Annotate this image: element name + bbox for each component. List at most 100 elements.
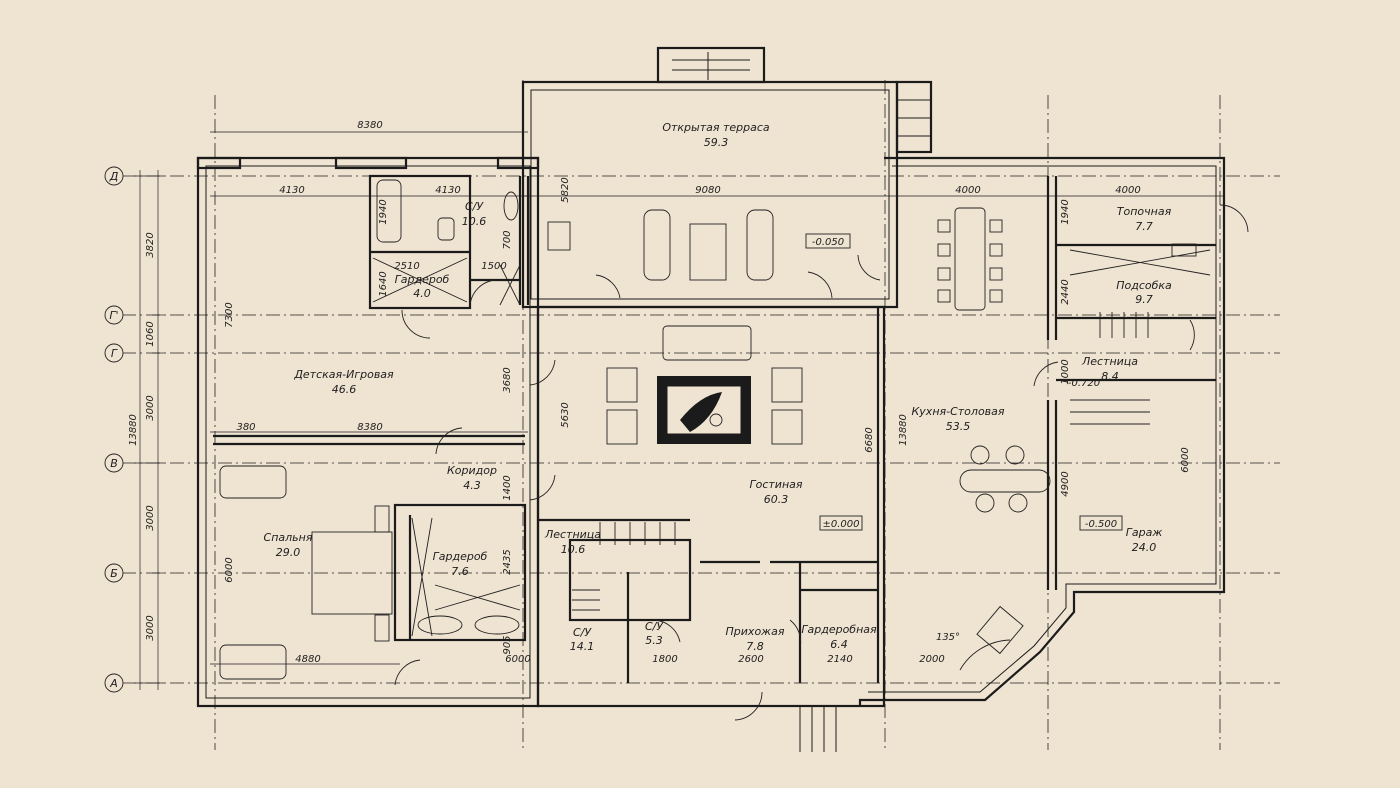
svg-text:59.3: 59.3 (704, 136, 729, 149)
dim-int-13: 1800 (652, 654, 677, 665)
dim-int-2: 7300 (224, 302, 235, 327)
dim-int-28: 1000 (1060, 359, 1071, 384)
svg-text:Топочная: Топочная (1117, 205, 1172, 218)
svg-text:Коридор: Коридор (447, 464, 497, 477)
svg-text:-0.500: -0.500 (1085, 519, 1117, 530)
axis-marker-a: А (104, 673, 124, 693)
svg-text:7.7: 7.7 (1135, 220, 1153, 233)
svg-text:Д: Д (109, 170, 119, 183)
room-wardrobe-1: Гардероб 4.0 (395, 273, 450, 300)
dim-int-27: 1500 (481, 261, 506, 272)
room-stair-2: Лестница 8.4 (1081, 355, 1138, 383)
svg-text:±0.000: ±0.000 (822, 519, 859, 530)
svg-text:-0.720: -0.720 (1068, 378, 1100, 389)
dim-int-24: 700 (502, 230, 513, 249)
dim-int-6: 13880 (898, 414, 909, 446)
angle-mark: 135° (936, 632, 960, 643)
svg-text:Детская-Игровая: Детская-Игровая (293, 368, 394, 381)
dim-left-3: 3000 (145, 395, 156, 420)
svg-text:Гардеробная: Гардеробная (801, 623, 877, 636)
axis-markers: Д Г' Г В Б А (104, 166, 124, 693)
svg-text:29.0: 29.0 (276, 546, 301, 559)
svg-text:Прихожая: Прихожая (726, 625, 785, 638)
svg-text:53.5: 53.5 (946, 420, 971, 433)
axis-marker-g: Г (104, 343, 124, 363)
svg-text:Гардероб: Гардероб (433, 550, 488, 563)
room-kids: Детская-Игровая 46.6 (293, 368, 394, 396)
svg-text:Лестница: Лестница (1081, 355, 1138, 368)
dim-int-21: 2440 (1060, 279, 1071, 304)
room-garage: Гараж 24.0 (1126, 526, 1163, 554)
dim-int-4: 5630 (560, 402, 571, 427)
dim-int-1: 8380 (357, 422, 382, 433)
svg-text:Лестница: Лестница (544, 528, 601, 541)
dim-int-14: 2600 (738, 654, 763, 665)
dim-int-12: 6000 (505, 654, 530, 665)
svg-text:10.6: 10.6 (462, 215, 487, 228)
dim-int-17: 905 (502, 635, 513, 654)
dim-int-5: 6680 (864, 427, 875, 452)
room-bath-3: С/У 5.3 (645, 620, 664, 647)
svg-text:6.4: 6.4 (830, 638, 848, 651)
axis-marker-g-prime: Г' (104, 305, 124, 325)
dim-top-6: 4000 (1115, 185, 1140, 196)
svg-text:Г': Г' (109, 309, 118, 322)
room-living: Гостиная 60.3 (749, 478, 802, 506)
dim-int-22: 4900 (1060, 471, 1071, 496)
svg-text:9.7: 9.7 (1135, 293, 1153, 306)
dim-left-2: 1060 (145, 321, 156, 346)
svg-text:Кухня-Столовая: Кухня-Столовая (911, 405, 1004, 418)
dim-int-15: 2140 (827, 654, 852, 665)
svg-text:С/У: С/У (465, 200, 484, 213)
axis-grid (122, 80, 1280, 750)
room-hall: Прихожая 7.8 (726, 625, 785, 653)
dim-int-8: 1400 (502, 475, 513, 500)
svg-text:-0.050: -0.050 (812, 237, 844, 248)
dim-int-20: 1940 (1060, 199, 1071, 224)
dim-int-9: 2435 (502, 549, 513, 574)
svg-text:С/У: С/У (645, 620, 664, 633)
level-mark-garage: -0.500 (1079, 515, 1123, 531)
level-mark-terrace: -0.050 (805, 233, 851, 249)
dim-int-18: 5820 (560, 177, 571, 202)
dim-int-23: 6000 (1180, 447, 1191, 472)
level-mark-living: ±0.000 (819, 515, 863, 531)
svg-text:Гостиная: Гостиная (749, 478, 802, 491)
svg-text:Спальня: Спальня (264, 531, 313, 544)
svg-text:В: В (110, 457, 118, 470)
room-utility: Подсобка 9.7 (1116, 279, 1172, 306)
dim-top-2: 4130 (279, 185, 304, 196)
dim-top-3: 4130 (435, 185, 460, 196)
dim-left-4: 3000 (145, 505, 156, 530)
room-wardrobe-2: Гардероб 7.6 (433, 550, 488, 578)
svg-text:С/У: С/У (573, 626, 592, 639)
svg-text:Открытая терраса: Открытая терраса (662, 121, 770, 134)
room-boiler: Топочная 7.7 (1117, 205, 1172, 233)
room-kitchen: Кухня-Столовая 53.5 (911, 405, 1004, 433)
dim-int-7: 380 (236, 422, 255, 433)
svg-text:5.3: 5.3 (645, 634, 663, 647)
dim-int-11: 4880 (295, 654, 320, 665)
stair-right (1070, 312, 1150, 425)
level-mark-stair: -0.720 (1068, 378, 1100, 389)
dim-top-1: 8380 (357, 120, 382, 131)
svg-text:24.0: 24.0 (1132, 541, 1157, 554)
top-dimension-chain: 8380 4130 4130 9080 4000 4000 (210, 120, 1225, 197)
stair-central (572, 522, 676, 611)
svg-text:Б: Б (110, 567, 118, 580)
dim-int-10: 6000 (224, 557, 235, 582)
left-dimension-chain: 13880 3820 1060 3000 3000 3000 (128, 170, 164, 690)
room-labels: Открытая терраса 59.3 С/У 10.6 Гардероб … (264, 121, 1173, 653)
svg-text:10.6: 10.6 (561, 543, 586, 556)
svg-text:4.3: 4.3 (463, 479, 481, 492)
dim-left-total: 13880 (128, 414, 139, 446)
dim-int-3: 3680 (502, 367, 513, 392)
room-bedroom: Спальня 29.0 (264, 531, 313, 559)
room-bath-1: С/У 10.6 (462, 200, 487, 228)
dim-int-25: 1640 (378, 271, 389, 296)
svg-text:Гардероб: Гардероб (395, 273, 450, 286)
room-stair-1: Лестница 10.6 (544, 528, 601, 556)
svg-text:7.6: 7.6 (451, 565, 469, 578)
svg-text:А: А (109, 677, 118, 690)
walls (196, 46, 1249, 752)
